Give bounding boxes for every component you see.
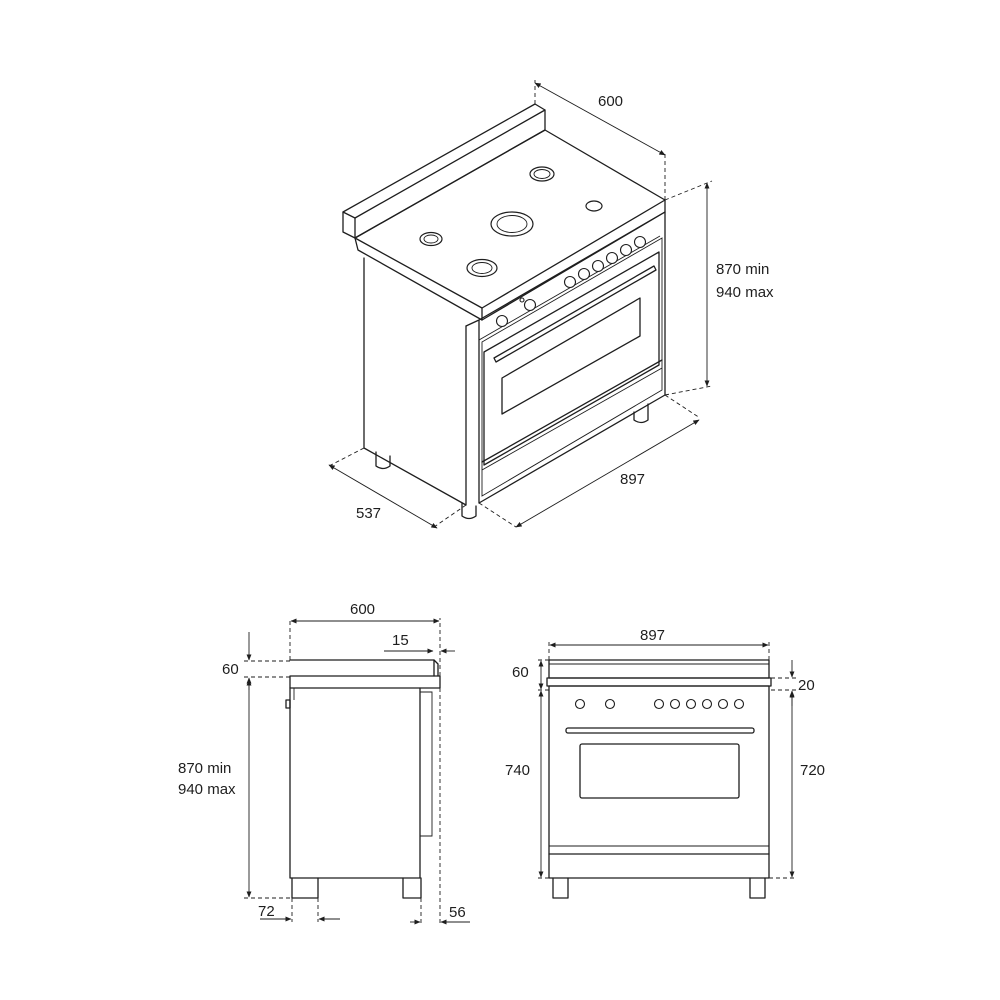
front-knob xyxy=(574,698,586,710)
iso-dim-side-depth xyxy=(326,447,467,529)
iso-label-height-min: 870 min xyxy=(716,261,769,278)
iso-knob-small xyxy=(519,297,525,303)
front-dim-left xyxy=(538,659,549,879)
side-view: 600 15 60 870 min 940 max 72 xyxy=(178,601,470,926)
front-view: 897 60 740 20 720 xyxy=(505,627,825,899)
side-label-60: 60 xyxy=(222,661,239,678)
front-label-20: 20 xyxy=(798,677,815,694)
side-label-72: 72 xyxy=(258,903,275,920)
side-dim-foot-offset xyxy=(260,898,340,922)
side-label-56: 56 xyxy=(449,904,466,921)
front-knob xyxy=(604,698,616,710)
iso-knob xyxy=(605,251,619,265)
side-dim-height xyxy=(244,632,292,899)
side-label-height-min: 870 min xyxy=(178,760,231,777)
iso-burners xyxy=(419,166,603,278)
iso-dim-width xyxy=(478,394,701,528)
side-label-15: 15 xyxy=(392,632,409,649)
iso-knob xyxy=(633,235,647,249)
front-label-740: 740 xyxy=(505,762,530,779)
iso-knob xyxy=(495,314,509,328)
iso-dim-width-depth xyxy=(534,80,666,200)
front-dim-right xyxy=(769,660,797,879)
iso-knobs xyxy=(495,235,647,328)
side-label-height-max: 940 max xyxy=(178,781,236,798)
side-dim-depth xyxy=(289,618,441,676)
front-knobs xyxy=(574,698,745,710)
front-label-720: 720 xyxy=(800,762,825,779)
front-dim-width xyxy=(548,642,770,660)
burner-small xyxy=(585,200,603,212)
burner-front-left xyxy=(466,258,498,278)
iso-knob xyxy=(591,259,605,273)
iso-knob xyxy=(577,267,591,281)
isometric-view: 600 870 min 940 max 897 537 xyxy=(326,80,774,529)
front-knob xyxy=(701,698,713,710)
front-knob xyxy=(685,698,697,710)
iso-label-height-max: 940 max xyxy=(716,284,774,301)
front-knob xyxy=(653,698,665,710)
front-label-60: 60 xyxy=(512,664,529,681)
burner-front-left-inner xyxy=(471,262,493,274)
iso-label-897: 897 xyxy=(620,471,645,488)
iso-dim-height xyxy=(664,180,713,396)
burner-wok-inner xyxy=(496,215,528,233)
iso-knob xyxy=(523,298,537,312)
front-knob xyxy=(733,698,745,710)
burner-left-inner xyxy=(423,234,439,244)
iso-front-face xyxy=(478,211,666,504)
burner-rear-right-inner xyxy=(533,169,551,179)
iso-label-537: 537 xyxy=(356,505,381,522)
iso-knob xyxy=(563,275,577,289)
front-knob xyxy=(717,698,729,710)
side-dim-rear-offset xyxy=(410,688,470,926)
front-knob xyxy=(669,698,681,710)
iso-label-600: 600 xyxy=(598,93,623,110)
side-label-600: 600 xyxy=(350,601,375,618)
iso-knob xyxy=(619,243,633,257)
burner-left xyxy=(419,231,443,247)
iso-feet xyxy=(375,403,649,520)
front-label-897: 897 xyxy=(640,627,665,644)
